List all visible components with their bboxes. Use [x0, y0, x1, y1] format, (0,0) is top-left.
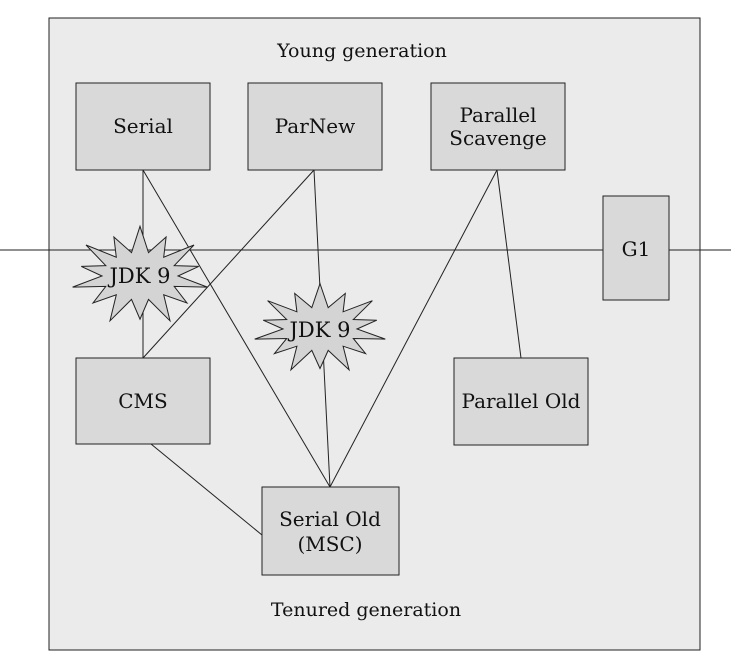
connection-parnew-cms: [142, 169, 315, 359]
box-cms-label: CMS: [118, 389, 167, 413]
jdk9-badge-left-label: JDK 9: [108, 264, 171, 288]
box-serial-label: Serial: [113, 114, 173, 138]
box-serial-old: Serial Old (MSC): [261, 486, 400, 576]
jdk9-badge-left: JDK 9: [72, 224, 208, 323]
box-parnew: ParNew: [247, 82, 383, 171]
connection-parallel-scavenge-serial-old: [329, 169, 498, 488]
box-parallel-scavenge: Parallel Scavenge: [430, 82, 566, 171]
young-generation-label: Young generation: [276, 40, 447, 62]
box-parallel-scavenge-label-line1: Parallel: [460, 103, 537, 127]
starburst-icon: [72, 224, 208, 323]
connection-serial-serial-old: [142, 169, 331, 488]
box-serial: Serial: [75, 82, 211, 171]
starburst-icon: [254, 282, 386, 372]
box-cms: CMS: [75, 357, 211, 445]
jdk9-badge-center-label: JDK 9: [288, 318, 351, 342]
connection-parallel-scavenge-parallel-old: [496, 169, 522, 359]
box-parallel-scavenge-label-line2: Scavenge: [449, 126, 546, 150]
box-parnew-label: ParNew: [275, 114, 356, 138]
box-parallel-old: Parallel Old: [453, 357, 589, 446]
box-g1-label: G1: [622, 237, 651, 261]
box-parallel-old-label: Parallel Old: [462, 389, 581, 413]
box-serial-old-label-line2: (MSC): [297, 532, 362, 556]
box-g1: G1: [602, 195, 670, 301]
box-serial-old-label-line1: Serial Old: [279, 507, 381, 531]
tenured-generation-label: Tenured generation: [271, 599, 461, 621]
connection-cms-serial-old: [150, 443, 263, 536]
jdk9-badge-center: JDK 9: [254, 282, 386, 372]
